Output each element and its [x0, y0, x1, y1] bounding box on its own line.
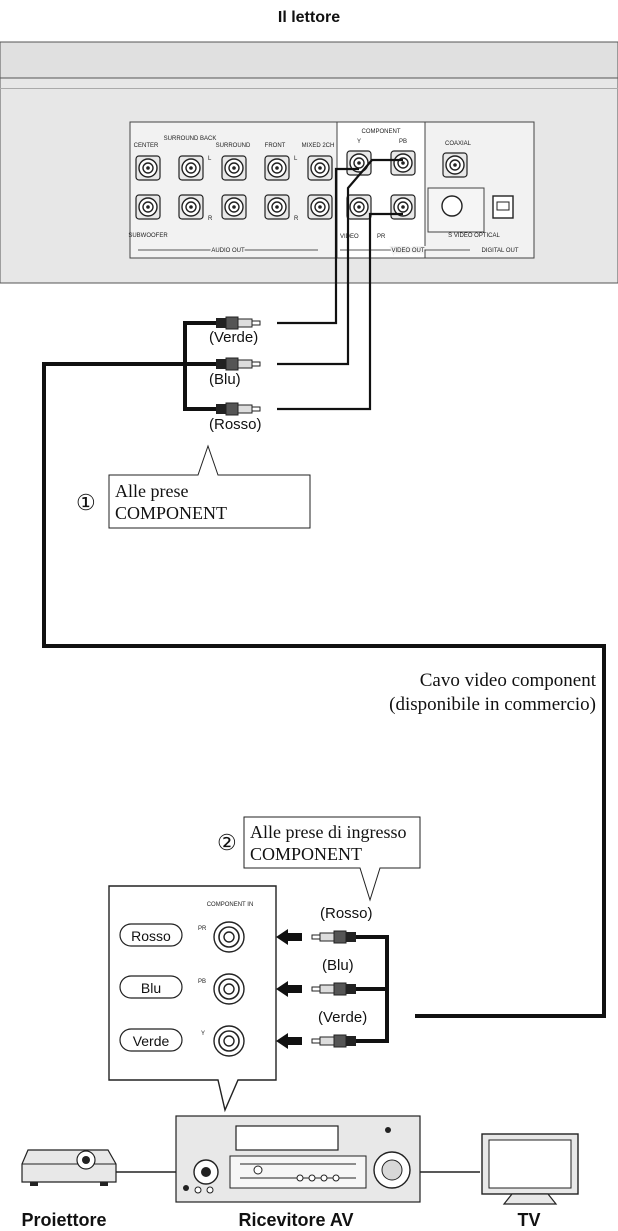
- audio-label-center: CENTER: [134, 143, 159, 149]
- callout-1: ① Alle prese COMPONENT: [76, 444, 311, 529]
- jack-optical: [492, 195, 514, 219]
- plug-rosso-bottom: [311, 930, 357, 944]
- jack-component-pr: [390, 194, 416, 220]
- audio-label-surround: SURROUND: [216, 143, 251, 149]
- jack-mixed-r: [307, 194, 333, 220]
- jack-front-r: [264, 194, 290, 220]
- subwoofer-label: SUBWOOFER: [128, 233, 168, 239]
- digital-out-label: DIGITAL OUT: [481, 248, 518, 254]
- receiver-component-panel: COMPONENT IN Rosso PR Blu PB Verde Y: [108, 885, 277, 1113]
- plug-rosso-top: [215, 402, 261, 416]
- jack-name-rosso: Rosso: [131, 928, 171, 944]
- cable-label-line2: (disponibile in commercio): [389, 694, 596, 715]
- tv-icon: [481, 1133, 579, 1205]
- jack-surround-back-r: [178, 194, 204, 220]
- plug-label-blu-bottom: (Blu): [322, 957, 354, 974]
- plug-blu-top: [215, 357, 261, 371]
- audio-label-surround-back: SURROUND BACK: [164, 136, 217, 142]
- marker-r-2: R: [294, 216, 299, 222]
- marker-l-1: L: [208, 156, 212, 162]
- plug-blu-bottom: [311, 982, 357, 996]
- component-in-header: COMPONENT IN: [207, 902, 254, 908]
- callout-1-line1: Alle prese: [115, 481, 188, 501]
- projector-label: Proiettore: [21, 1210, 106, 1230]
- plug-verde-bottom: [311, 1034, 357, 1048]
- component-y-label: Y: [357, 139, 361, 145]
- projector-icon: [21, 1149, 117, 1186]
- player-rear-panel: CENTER SURROUND BACK SURROUND FRONT MIXE…: [0, 41, 618, 284]
- jack-component-y: [346, 150, 372, 176]
- cable-label-line1: Cavo video component: [420, 670, 597, 691]
- plug-label-verde-bottom: (Verde): [318, 1009, 367, 1026]
- jack-name-blu: Blu: [141, 980, 161, 996]
- callout-2-number: ②: [217, 830, 237, 855]
- jack-code-pb: PB: [198, 979, 206, 985]
- callout-1-line2: COMPONENT: [115, 503, 227, 523]
- jack-name-verde: Verde: [133, 1033, 170, 1049]
- callout-2-line2: COMPONENT: [250, 844, 362, 864]
- jack-code-y: Y: [201, 1031, 205, 1037]
- audio-label-mixed: MIXED 2CH: [302, 143, 335, 149]
- video-pr-label: VIDEO: [340, 234, 359, 240]
- jack-in-pr: [213, 921, 245, 953]
- jack-surround-r: [221, 194, 247, 220]
- jack-front-l: [264, 155, 290, 181]
- audio-out-label: AUDIO OUT: [211, 248, 245, 254]
- component-pb-label: PB: [399, 139, 407, 145]
- jack-s-video: [441, 195, 463, 217]
- top-cable-wires: [277, 158, 403, 411]
- jack-surround-back-l: [178, 155, 204, 181]
- jack-video: [346, 194, 372, 220]
- bottom-plugs: [311, 930, 357, 1048]
- tv-label: TV: [517, 1210, 540, 1230]
- callout-2-line1: Alle prese di ingresso: [250, 822, 406, 842]
- plug-label-rosso-top: (Rosso): [209, 416, 262, 433]
- title: Il lettore: [278, 9, 340, 26]
- plug-label-rosso-bottom: (Rosso): [320, 905, 373, 922]
- av-receiver-icon: [175, 1115, 421, 1203]
- component-header: COMPONENT: [362, 129, 401, 135]
- plug-label-verde-top: (Verde): [209, 329, 258, 346]
- plug-verde-top: [215, 316, 261, 330]
- coaxial-label: COAXIAL: [445, 141, 472, 147]
- plug-label-blu-top: (Blu): [209, 371, 241, 388]
- bottom-cable-loop: [354, 935, 389, 1043]
- jack-surround-l: [221, 155, 247, 181]
- jack-subwoofer: [135, 194, 161, 220]
- marker-l-2: L: [294, 156, 298, 162]
- callout-1-number: ①: [76, 490, 96, 515]
- top-cable-loop: [42, 321, 606, 1018]
- callout-2: ② Alle prese di ingresso COMPONENT: [217, 816, 421, 902]
- insert-arrows: [276, 929, 302, 1049]
- jack-mixed-l: [307, 155, 333, 181]
- jack-center: [135, 155, 161, 181]
- jack-code-pr: PR: [198, 926, 207, 932]
- svideo-optical-label: S VIDEO OPTICAL: [448, 233, 500, 239]
- video-out-label: VIDEO OUT: [391, 248, 424, 254]
- receiver-label: Ricevitore AV: [238, 1210, 353, 1230]
- jack-in-y: [213, 1025, 245, 1057]
- jack-in-pb: [213, 973, 245, 1005]
- jack-coaxial: [442, 152, 468, 178]
- marker-r-1: R: [208, 216, 213, 222]
- audio-label-front: FRONT: [265, 143, 286, 149]
- jack-component-pb: [390, 150, 416, 176]
- pr-label: PR: [377, 234, 386, 240]
